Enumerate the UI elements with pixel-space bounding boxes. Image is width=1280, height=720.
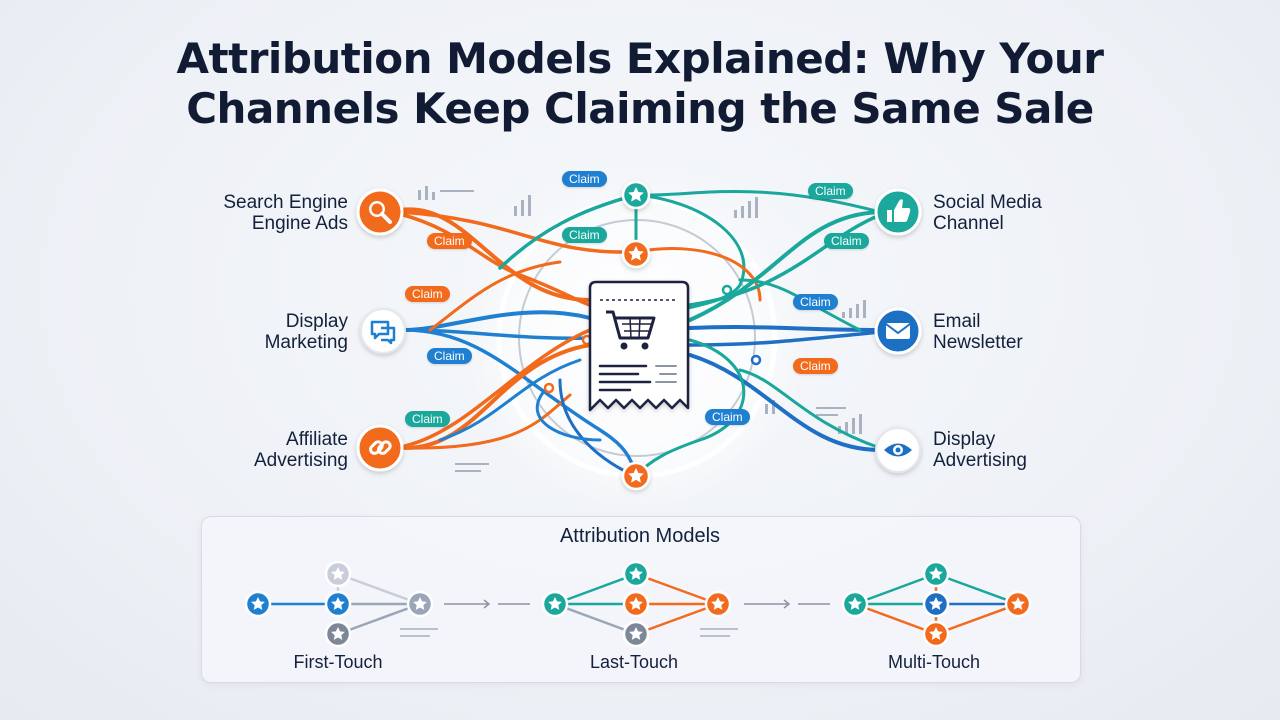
thumbs-up-icon — [874, 188, 922, 236]
magnifier-icon — [356, 188, 404, 236]
channel-label-line: Advertising — [254, 450, 348, 471]
title-line-1: Attribution Models Explained: Why Your — [176, 34, 1104, 83]
star-node-top-teal — [621, 180, 651, 210]
title-line-2: Channels Keep Claiming the Same Sale — [186, 84, 1094, 133]
receipt-cart-icon — [588, 280, 690, 412]
claim-badge: Claim — [808, 183, 853, 199]
page-title: Attribution Models Explained: Why Your C… — [0, 34, 1280, 134]
model-label-first-touch: First-Touch — [293, 652, 383, 672]
chat-bubbles-icon — [360, 308, 406, 354]
channel-label-line: Social Media — [933, 192, 1042, 213]
channel-label-line: Advertising — [933, 450, 1027, 471]
claim-badge: Claim — [427, 348, 472, 364]
channel-label-search: Search Engine Engine Ads — [190, 192, 348, 234]
bar-chart-marks — [418, 186, 866, 472]
claim-badge: Claim — [793, 294, 838, 310]
claim-badge: Claim — [405, 286, 450, 302]
panel-title: Attribution Models — [559, 525, 721, 547]
channel-label-line: Affiliate — [286, 429, 348, 450]
claim-badge: Claim — [562, 227, 607, 243]
channel-label-line: Display — [933, 429, 996, 450]
channel-label-line: Email — [933, 311, 981, 332]
channel-label-email: Email Newsletter — [933, 311, 1093, 353]
channel-label-line: Marketing — [264, 332, 348, 353]
channel-label-line: Channel — [933, 213, 1004, 234]
channel-label-line: Display — [285, 311, 348, 332]
model-label-last-touch: Last-Touch — [589, 652, 679, 672]
star-node-bottom-orange — [621, 461, 651, 491]
channel-label-affiliate: Affiliate Advertising — [190, 429, 348, 471]
channel-flows — [398, 190, 882, 478]
eye-icon — [875, 427, 921, 473]
star-node-mid-orange — [621, 239, 651, 269]
envelope-icon — [874, 307, 922, 355]
channel-label-line: Search Engine — [223, 192, 348, 213]
claim-badge: Claim — [427, 233, 472, 249]
channel-label-line: Newsletter — [933, 332, 1023, 353]
model-label-multi-touch: Multi-Touch — [887, 652, 981, 672]
channel-label-social: Social Media Channel — [933, 192, 1093, 234]
claim-badge: Claim — [705, 409, 750, 425]
link-icon — [356, 424, 404, 472]
channel-label-line: Engine Ads — [251, 213, 348, 234]
claim-badge: Claim — [405, 411, 450, 427]
claim-badge: Claim — [562, 171, 607, 187]
channel-label-display-marketing: Display Marketing — [190, 311, 348, 353]
claim-badge: Claim — [824, 233, 869, 249]
channel-label-display-advertising: Display Advertising — [933, 429, 1093, 471]
claim-badge: Claim — [793, 358, 838, 374]
